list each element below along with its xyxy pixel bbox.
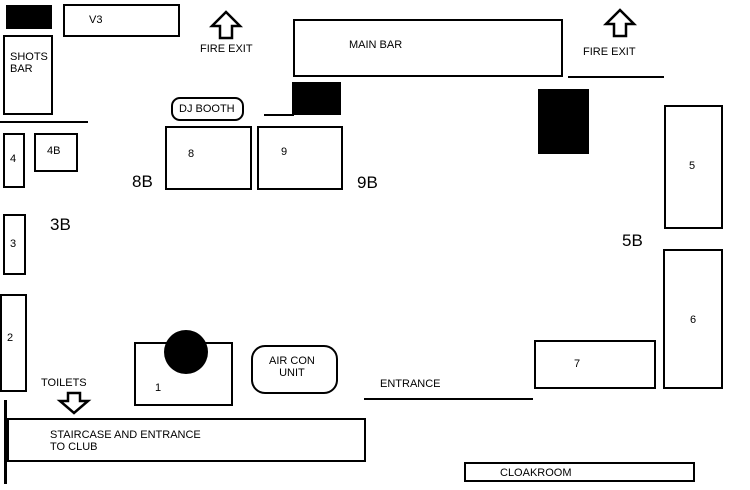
wall-line-left bbox=[0, 121, 88, 123]
table-7-label: 7 bbox=[574, 358, 581, 370]
main-bar-label: MAIN BAR bbox=[349, 39, 403, 51]
toilets-label: TOILETS bbox=[41, 377, 87, 389]
entrance-label: ENTRANCE bbox=[380, 378, 441, 390]
up-arrow-icon bbox=[602, 8, 638, 38]
table-2: 2 bbox=[0, 294, 27, 392]
black-block-top-left bbox=[6, 5, 52, 29]
main-bar: MAIN BAR bbox=[293, 19, 563, 77]
table-9: 9 bbox=[257, 126, 343, 190]
staircase-entrance: STAIRCASE AND ENTRANCE TO CLUB bbox=[7, 418, 366, 462]
up-arrow-icon bbox=[208, 10, 244, 40]
black-block-right bbox=[538, 89, 589, 154]
wall-line-bottom-left bbox=[4, 400, 7, 484]
area-3b-label: 3B bbox=[50, 215, 71, 234]
table-9-label: 9 bbox=[281, 146, 288, 158]
wall-line-center bbox=[264, 114, 294, 116]
black-block-center bbox=[292, 82, 341, 115]
table-4b-label: 4B bbox=[47, 145, 61, 157]
table-3: 3 bbox=[3, 214, 26, 275]
area-9b-label: 9B bbox=[357, 173, 378, 192]
table-1-label: 1 bbox=[155, 382, 162, 394]
table-5-label: 5 bbox=[689, 160, 696, 172]
table-5: 5 bbox=[664, 105, 723, 229]
table-8: 8 bbox=[165, 126, 252, 190]
fire-exit-right-label: FIRE EXIT bbox=[583, 46, 636, 58]
cloakroom-label: CLOAKROOM bbox=[500, 467, 572, 479]
fire-exit-left-label: FIRE EXIT bbox=[200, 43, 253, 55]
v3-label: V3 bbox=[89, 14, 103, 26]
dj-booth-label: DJ BOOTH bbox=[179, 103, 235, 115]
area-5b-label: 5B bbox=[622, 231, 643, 250]
staircase-label: STAIRCASE AND ENTRANCE TO CLUB bbox=[50, 429, 201, 453]
table-8-label: 8 bbox=[188, 148, 195, 160]
down-arrow-icon bbox=[56, 391, 92, 415]
table-6: 6 bbox=[663, 249, 723, 389]
air-con-unit: AIR CON UNIT bbox=[251, 345, 338, 394]
table-3-label: 3 bbox=[10, 238, 17, 250]
table-4b: 4B bbox=[34, 133, 78, 172]
v3-area: V3 bbox=[63, 4, 180, 37]
shots-bar-label: SHOTS BAR bbox=[10, 51, 48, 75]
area-8b-label: 8B bbox=[132, 172, 153, 191]
table-6-label: 6 bbox=[690, 314, 697, 326]
air-con-unit-label: AIR CON UNIT bbox=[269, 355, 315, 379]
dj-booth: DJ BOOTH bbox=[171, 97, 244, 121]
table-4: 4 bbox=[3, 133, 25, 188]
table-4-label: 4 bbox=[10, 153, 17, 165]
entrance-line bbox=[364, 398, 533, 400]
table-7: 7 bbox=[534, 340, 656, 389]
shots-bar: SHOTS BAR bbox=[3, 35, 53, 115]
cloakroom: CLOAKROOM bbox=[464, 462, 695, 482]
table-2-label: 2 bbox=[7, 332, 14, 344]
round-pillar bbox=[164, 330, 208, 374]
wall-line-right-top bbox=[568, 76, 664, 78]
